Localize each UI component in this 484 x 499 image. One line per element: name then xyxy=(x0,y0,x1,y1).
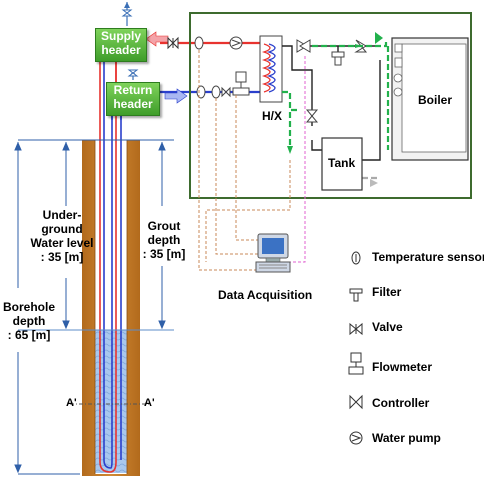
legend-label-water-pump: Water pump xyxy=(372,431,441,445)
u-tube-supply xyxy=(99,30,117,473)
header-valve-top xyxy=(121,9,139,77)
depth-dimensions xyxy=(14,139,174,475)
depth-line1: Borehole xyxy=(2,300,55,314)
controller-icon xyxy=(349,394,363,410)
groundwater-line4: : 35 [m] xyxy=(40,250,84,264)
groundwater-label: Under- ground Water level : 35 [m] xyxy=(23,208,101,264)
supply-header-line1: Supply xyxy=(100,29,141,43)
legend-label-filter: Filter xyxy=(372,285,402,299)
section-label-left: A' xyxy=(66,397,77,409)
supply-header: Supply header xyxy=(95,28,147,62)
legend-label-temperature-sensor: Temperature sensor xyxy=(372,250,484,264)
legend-label-flowmeter: Flowmeter xyxy=(372,360,433,374)
temp-sensor-supply xyxy=(194,36,204,50)
equipment-frame xyxy=(189,12,472,199)
grout-line2: depth xyxy=(147,233,181,247)
return-header-line1: Return xyxy=(113,83,153,97)
borehole-depth-label: Borehole depth : 65 [m] xyxy=(0,300,58,342)
supply-header-line2: header xyxy=(101,43,141,57)
supply-line-components xyxy=(167,36,243,50)
tank-valve xyxy=(305,109,319,123)
temperature-sensor-icon xyxy=(351,251,361,265)
grout-line3: : 35 [m] xyxy=(142,247,186,261)
section-label-right: A' xyxy=(144,397,155,409)
controller-valve xyxy=(296,39,311,53)
grout-depth-label: Grout depth : 35 [m] xyxy=(138,219,190,261)
hx-label: H/X xyxy=(262,109,283,123)
tank xyxy=(321,137,363,191)
return-header-line2: header xyxy=(113,97,153,111)
legend-icons xyxy=(348,251,364,445)
tank-label: Tank xyxy=(328,156,356,170)
daq-computer-icon xyxy=(255,233,291,273)
return-line-components xyxy=(196,71,250,99)
valve-symbol xyxy=(167,36,179,50)
u-tube-return xyxy=(103,30,113,469)
heat-exchanger xyxy=(259,35,283,103)
depth-line2: depth xyxy=(12,314,46,328)
borehole xyxy=(82,30,140,476)
boiler-label: Boiler xyxy=(418,93,453,107)
filter-symbol xyxy=(331,51,345,66)
valve-icon xyxy=(349,322,363,336)
signal-lines xyxy=(198,50,306,271)
legend-label-valve: Valve xyxy=(372,320,403,334)
daq-label: Data Acquisition xyxy=(218,288,313,302)
legend-label-controller: Controller xyxy=(372,396,430,410)
boiler xyxy=(391,37,469,161)
groundwater-line3: Water level xyxy=(30,236,94,250)
depth-line3: : 65 [m] xyxy=(7,328,51,342)
filter-icon xyxy=(349,288,363,302)
grout-line1: Grout xyxy=(147,219,181,233)
groundwater-line1: Under- xyxy=(42,208,82,222)
heating-loop xyxy=(282,40,390,180)
return-header: Return header xyxy=(106,82,160,116)
groundwater-line2: ground xyxy=(41,222,83,236)
water-pump-icon xyxy=(349,431,363,445)
flowmeter-icon xyxy=(348,352,364,375)
